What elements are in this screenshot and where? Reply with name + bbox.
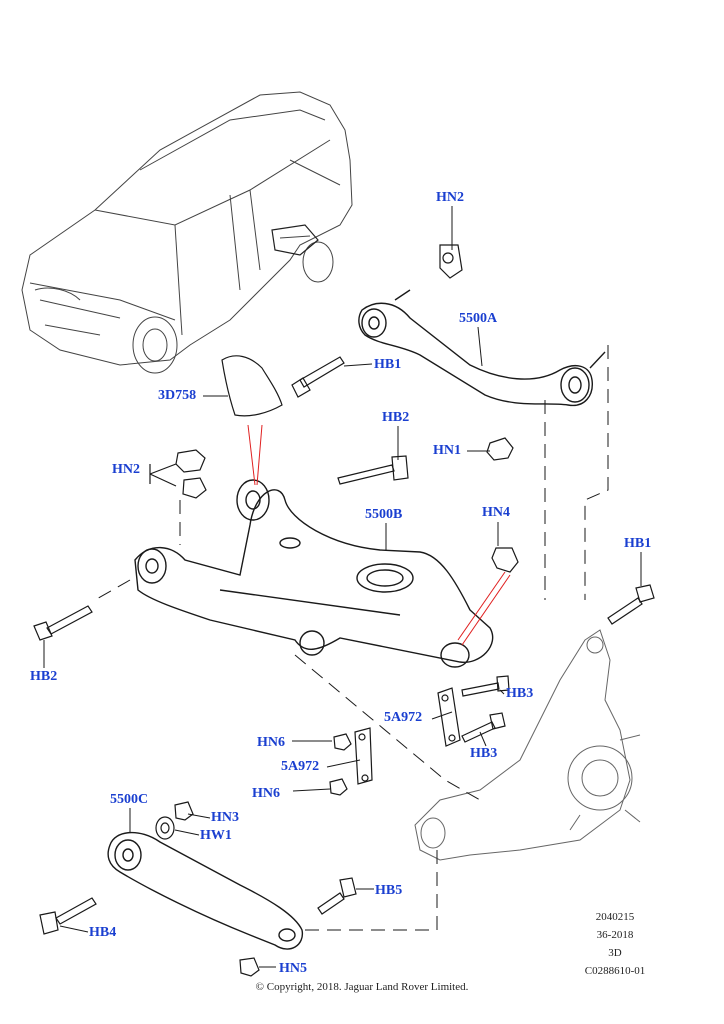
lower-arm-5500c xyxy=(107,831,304,950)
vehicle-illustration xyxy=(21,91,353,374)
upper-arm-5500a xyxy=(358,289,606,407)
nut-hn3-washer-hw1 xyxy=(155,801,194,840)
nuts-hn2-left xyxy=(149,449,207,499)
bolt-hb2-top xyxy=(337,455,409,485)
callout-hn5: HN5 xyxy=(279,961,307,976)
nut-hn4 xyxy=(491,547,519,573)
nut-hn5 xyxy=(239,957,260,977)
callout-hn1: HN1 xyxy=(433,443,461,458)
bolt-hb4 xyxy=(39,897,97,935)
callout-5500a: 5500A xyxy=(459,311,498,326)
assembly-lines xyxy=(94,345,609,931)
bolt-hb1-right xyxy=(607,584,655,625)
callout-5a972-lower: 5A972 xyxy=(281,759,320,774)
nuts-hn6 xyxy=(329,733,352,796)
drawing-week-year: 36-2018 xyxy=(596,929,634,941)
callout-hn6-lower: HN6 xyxy=(252,786,280,801)
callout-hn3: HN3 xyxy=(211,810,239,825)
callout-hb1-right: HB1 xyxy=(624,536,652,551)
callout-5500c: 5500C xyxy=(110,792,149,807)
links-5a972 xyxy=(354,687,461,785)
callout-hb3-upper: HB3 xyxy=(506,686,534,701)
subframe-5500b xyxy=(134,479,494,668)
shield-3d758 xyxy=(221,355,283,417)
callout-hn2-top: HN2 xyxy=(436,190,464,205)
callout-hn4: HN4 xyxy=(482,505,510,520)
callout-3d758: 3D758 xyxy=(158,388,197,403)
callout-hb2-left: HB2 xyxy=(30,669,58,684)
callout-hw1: HW1 xyxy=(200,828,232,843)
callout-hb4: HB4 xyxy=(89,925,117,940)
drawing-reference: C0288610-01 xyxy=(584,965,646,977)
callout-hb3-lower: HB3 xyxy=(470,746,498,761)
drawing-number: 2040215 xyxy=(595,911,635,923)
bolts-hb3 xyxy=(461,675,510,743)
knuckle xyxy=(414,629,641,861)
copyright-notice: © Copyright, 2018. Jaguar Land Rover Lim… xyxy=(255,981,469,993)
leader-lines xyxy=(43,206,642,968)
bolt-hb1-top xyxy=(291,356,345,398)
callout-hn6-upper: HN6 xyxy=(257,735,285,750)
bolt-hb2-left xyxy=(33,605,93,641)
nut-hn2-top xyxy=(439,244,463,279)
nut-hn1 xyxy=(486,437,514,461)
red-leader-lines xyxy=(247,424,511,646)
drawing-view: 3D xyxy=(608,947,622,959)
callout-hn2-left: HN2 xyxy=(112,462,140,477)
callout-hb1-top: HB1 xyxy=(374,357,402,372)
callout-hb2-top: HB2 xyxy=(382,410,410,425)
bolt-hb5 xyxy=(317,877,357,915)
callout-hb5: HB5 xyxy=(375,883,403,898)
callout-5a972-upper: 5A972 xyxy=(384,710,423,725)
callout-5500b: 5500B xyxy=(365,507,403,522)
